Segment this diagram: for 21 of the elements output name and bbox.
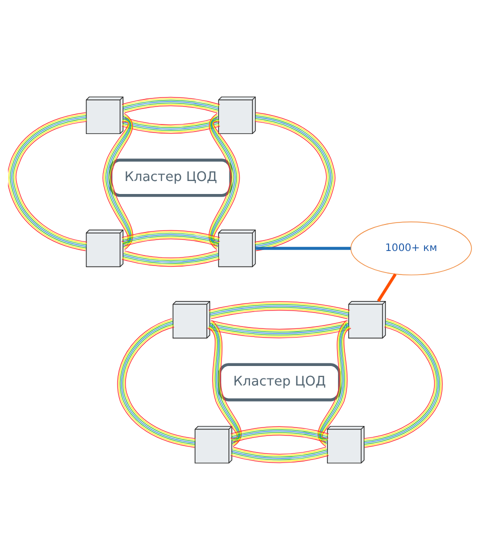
connector (8, 112, 88, 251)
connector (208, 112, 240, 250)
connector (207, 320, 242, 446)
node-box: Кластер ЦОД (109, 158, 232, 196)
connector (377, 272, 397, 302)
connector (254, 112, 336, 251)
node-box: Кластер ЦОД (218, 362, 341, 401)
connector (117, 318, 196, 448)
connector (122, 116, 220, 134)
connector (122, 229, 220, 246)
connector (318, 320, 352, 446)
node-ellipse: 1000+ км (350, 220, 472, 275)
connector (230, 426, 329, 442)
connector (230, 446, 329, 463)
connector (122, 96, 220, 113)
connector (363, 318, 443, 448)
connector (256, 246, 351, 250)
connector (208, 320, 350, 338)
connector (122, 250, 220, 266)
connector (208, 300, 350, 319)
connector (102, 112, 134, 250)
